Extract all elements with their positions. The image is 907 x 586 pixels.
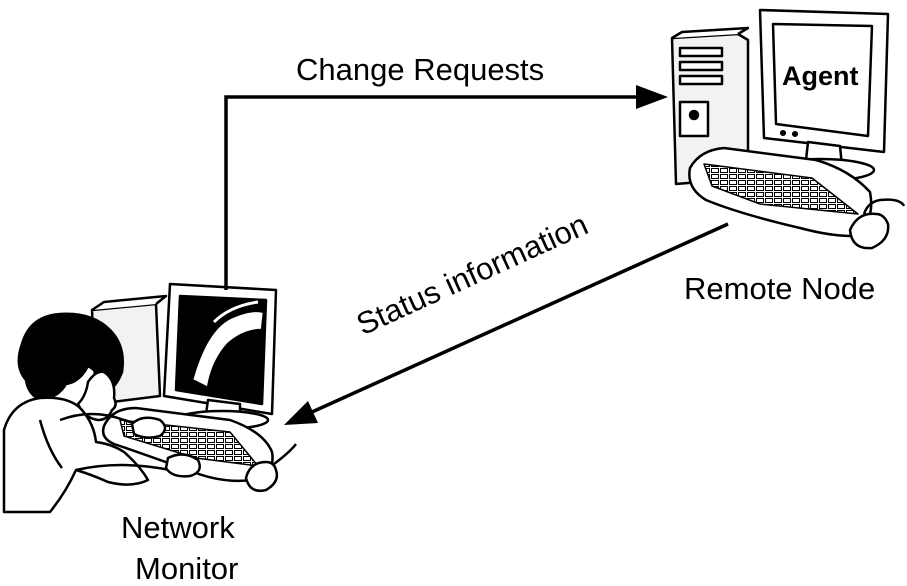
status-information-arrow — [284, 222, 729, 425]
change-requests-label: Change Requests — [296, 52, 545, 87]
network-monitor-operator-icon — [2, 282, 297, 514]
network-monitor-label-line2: Monitor — [135, 551, 239, 586]
agent-label: Agent — [782, 61, 859, 91]
remote-computer-icon — [670, 8, 906, 250]
network-monitor-label-line1: Network — [121, 510, 235, 545]
change-requests-arrow — [224, 85, 668, 290]
remote-node-label: Remote Node — [684, 271, 876, 306]
